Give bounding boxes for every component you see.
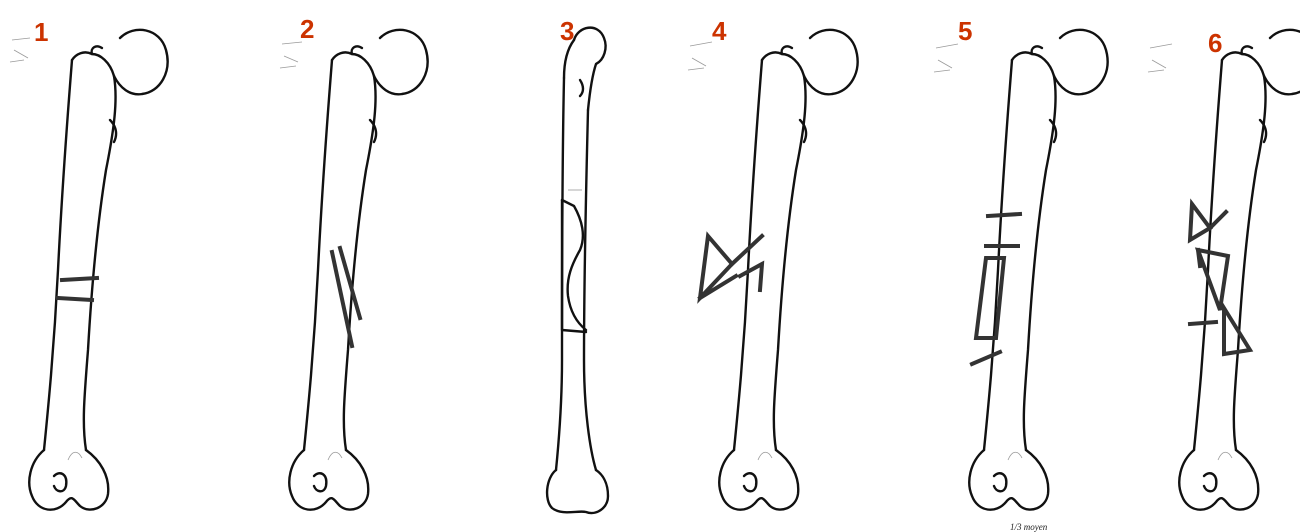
panel-number-5: 5 xyxy=(958,16,972,46)
fracture-lines-2 xyxy=(332,248,360,346)
background-marks xyxy=(10,38,1172,72)
fracture-lines-4 xyxy=(700,236,762,298)
femur-3 xyxy=(547,28,608,513)
femur-1 xyxy=(29,30,167,510)
femur-5 xyxy=(969,30,1107,510)
panel-number-2: 2 xyxy=(300,14,314,44)
fracture-lines-6 xyxy=(1190,204,1250,354)
panel-number-3: 3 xyxy=(560,16,574,46)
panel-3: 3 xyxy=(547,16,608,513)
caption-text: 1/3 moyen xyxy=(1010,522,1048,532)
panel-number-4: 4 xyxy=(712,16,727,46)
panel-1: 1 xyxy=(29,17,167,510)
femur-6 xyxy=(1179,30,1300,510)
femur-4 xyxy=(719,30,857,510)
panel-number-1: 1 xyxy=(34,17,48,47)
panel-4: 4 xyxy=(700,16,858,510)
fracture-lines-3 xyxy=(562,200,586,332)
panel-2: 2 xyxy=(289,14,427,510)
femur-2 xyxy=(289,30,427,510)
panel-5: 5 1/3 moyen xyxy=(958,16,1108,532)
panel-6: 6 xyxy=(1179,28,1300,510)
panel-number-6: 6 xyxy=(1208,28,1222,58)
